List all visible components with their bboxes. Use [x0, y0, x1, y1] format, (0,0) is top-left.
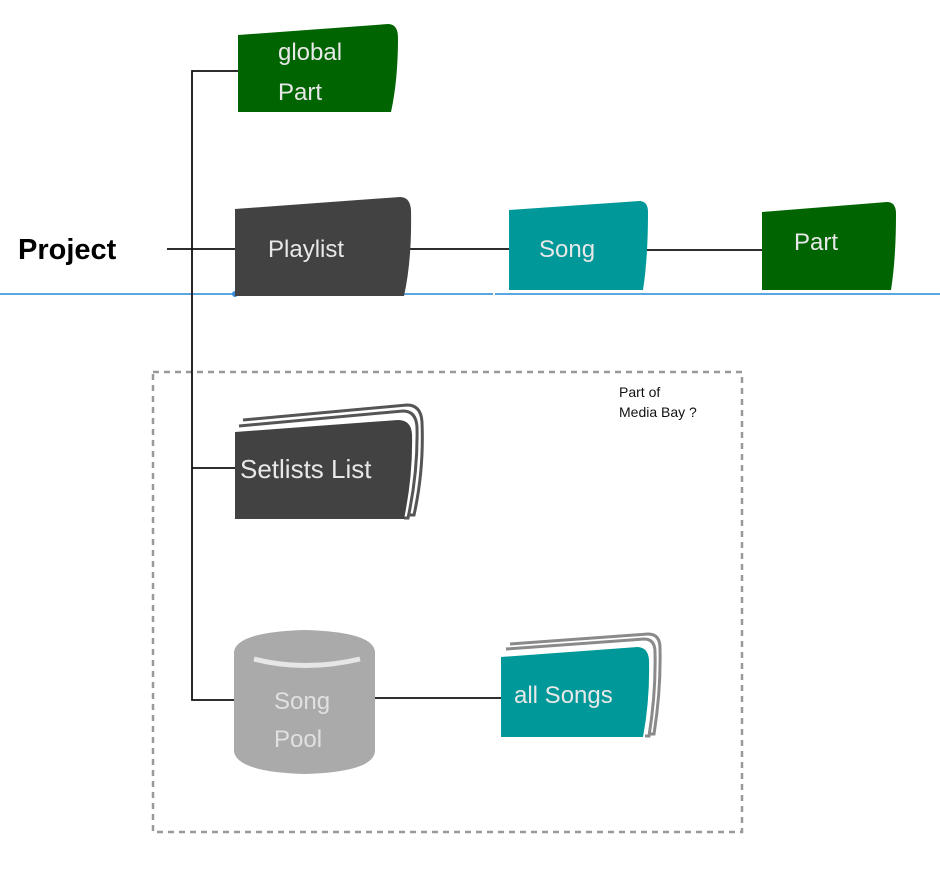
node-setlists-list-back-page-1 [238, 409, 419, 520]
media-bay-group-border [151, 370, 744, 834]
node-song[interactable]: Song [509, 201, 648, 290]
node-song-pool-label-line1: Song [274, 688, 330, 715]
node-playlist-label: Playlist [268, 236, 344, 263]
node-song-pool-label-line2: Pool [274, 726, 322, 753]
node-part-label: Part [794, 229, 838, 256]
node-song-pool[interactable]: Song Pool [234, 630, 375, 774]
node-song-pool-shape [234, 630, 375, 774]
node-global-part-shape [238, 24, 398, 112]
node-setlists-list[interactable]: Setlists List [235, 403, 424, 520]
node-playlist-shape [235, 197, 412, 296]
group-annotation-line2: Media Bay ? [619, 404, 697, 420]
node-setlists-list-label: Setlists List [240, 454, 372, 484]
node-song-shape [509, 201, 648, 290]
node-part[interactable]: Part [762, 202, 896, 290]
root-project-label: Project [18, 234, 117, 266]
node-setlists-list-back-page-2 [242, 403, 424, 517]
node-all-songs-back-page-1 [505, 637, 657, 738]
node-global-part[interactable]: global Part [238, 24, 398, 112]
node-global-part-label-line2: Part [278, 79, 322, 106]
node-global-part-label-line1: global [278, 39, 342, 66]
node-song-label: Song [539, 236, 595, 263]
connector-trunk-global-part [191, 70, 238, 701]
node-part-shape [762, 202, 896, 290]
group-annotation-line1: Part of [619, 384, 660, 400]
node-setlists-list-shape [235, 420, 413, 519]
node-all-songs[interactable]: all Songs [501, 632, 662, 738]
node-song-pool-rim-highlight [253, 656, 361, 668]
node-all-songs-shape [501, 647, 650, 737]
node-playlist[interactable]: Playlist [235, 197, 412, 296]
node-all-songs-label: all Songs [514, 682, 613, 709]
node-all-songs-back-page-2 [509, 632, 662, 736]
